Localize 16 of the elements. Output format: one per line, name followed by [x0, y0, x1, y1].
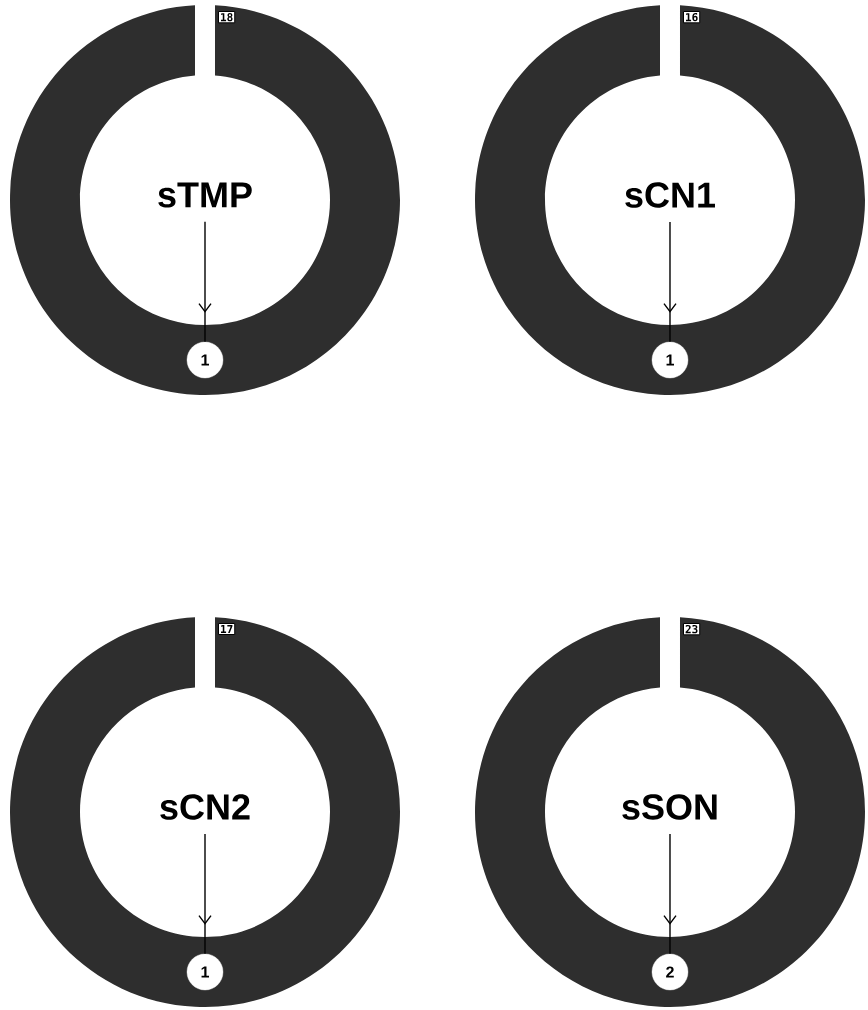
plasmid-name: sTMP	[158, 182, 252, 208]
ring	[475, 617, 865, 1007]
ring	[10, 5, 400, 395]
ring	[475, 5, 865, 395]
number-tag: 16	[683, 11, 701, 24]
circled-number: 1	[186, 341, 224, 379]
circled-number: 1	[186, 953, 224, 991]
circled-number: 2	[651, 953, 689, 991]
plasmid-name: sCN1	[625, 182, 715, 208]
number-tag: 23	[683, 623, 701, 636]
ring	[10, 617, 400, 1007]
plasmid-name: sSON	[622, 794, 717, 820]
number-tag: 17	[218, 623, 236, 635]
circled-number: 1	[651, 341, 689, 379]
plasmid-name: sCN2	[160, 794, 250, 820]
number-tag: 18	[218, 11, 236, 24]
